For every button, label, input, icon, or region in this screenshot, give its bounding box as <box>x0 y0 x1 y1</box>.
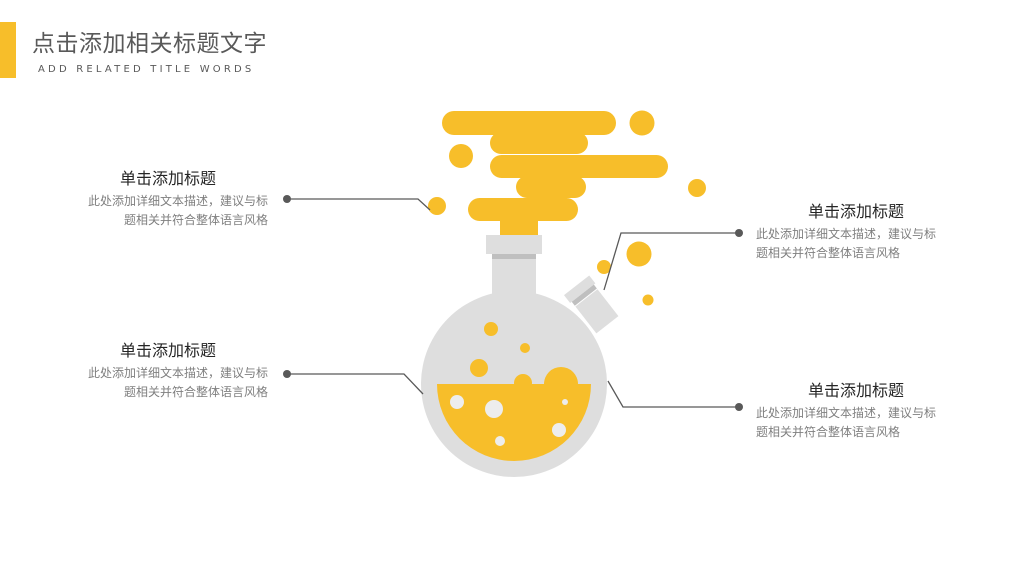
callout-description: 此处添加详细文本描述，建议与标 题相关并符合整体语言风格 <box>756 406 937 439</box>
connector-bottom-left <box>287 373 424 395</box>
page-title: 点击添加相关标题文字 <box>32 31 267 57</box>
vapor-cloud <box>428 110 706 306</box>
page-subtitle: ADD RELATED TITLE WORDS <box>38 64 255 75</box>
connector-top-left <box>287 198 431 211</box>
callout-title: 单击添加标题 <box>119 341 216 360</box>
title-accent-bar <box>0 22 16 78</box>
connector-dots <box>283 195 743 411</box>
callout-bottom-right[interactable]: 单击添加标题 此处添加详细文本描述，建议与标 题相关并符合整体语言风格 <box>756 380 956 442</box>
callout-description: 此处添加详细文本描述，建议与标 题相关并符合整体语言风格 <box>87 366 268 399</box>
callout-title: 单击添加标题 <box>807 202 904 221</box>
flask-liquid <box>437 322 591 461</box>
callout-description: 此处添加详细文本描述，建议与标 题相关并符合整体语言风格 <box>87 194 268 227</box>
connector-top-right <box>603 232 739 291</box>
callout-top-left[interactable]: 单击添加标题 此处添加详细文本描述，建议与标 题相关并符合整体语言风格 <box>68 168 268 230</box>
callout-bottom-left[interactable]: 单击添加标题 此处添加详细文本描述，建议与标 题相关并符合整体语言风格 <box>68 340 268 402</box>
connector-bottom-right <box>607 380 739 408</box>
callout-title: 单击添加标题 <box>807 381 904 400</box>
callout-top-right[interactable]: 单击添加标题 此处添加详细文本描述，建议与标 题相关并符合整体语言风格 <box>756 201 956 263</box>
callout-title: 单击添加标题 <box>119 169 216 188</box>
callout-description: 此处添加详细文本描述，建议与标 题相关并符合整体语言风格 <box>756 227 937 260</box>
connector-lines <box>287 198 739 408</box>
